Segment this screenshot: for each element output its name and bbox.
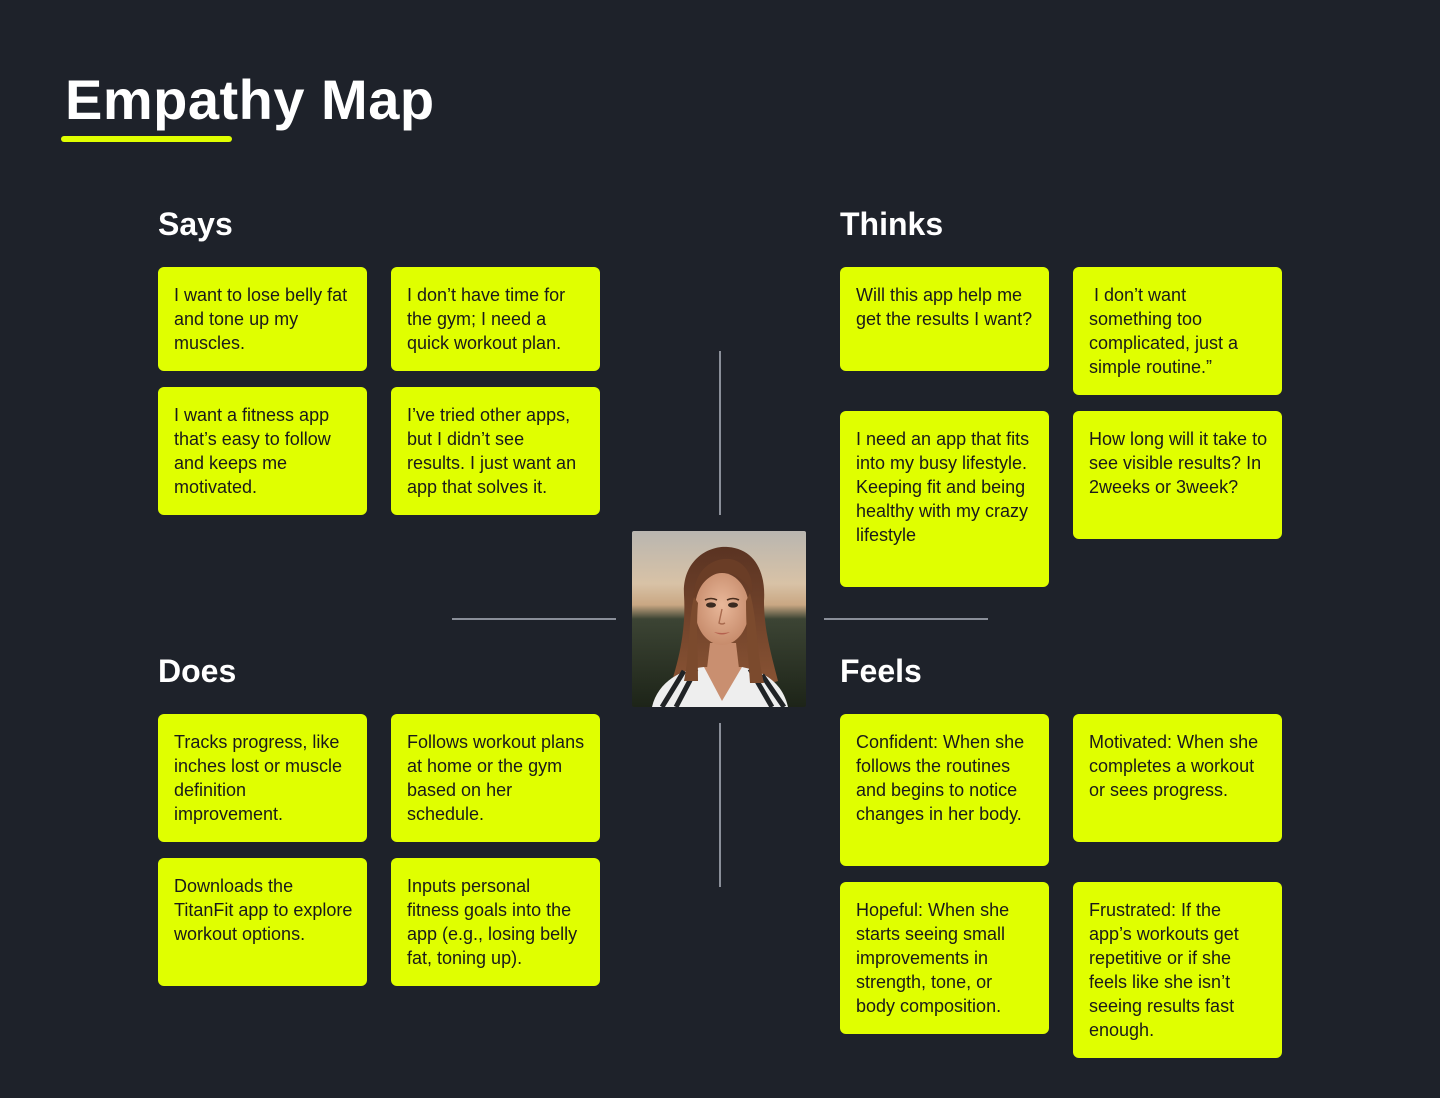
divider-right — [824, 618, 988, 620]
divider-bottom — [719, 723, 721, 887]
does-note-3: Downloads the TitanFit app to explore wo… — [158, 858, 367, 986]
thinks-note-1: Will this app help me get the results I … — [840, 267, 1049, 371]
feels-note-4: Frustrated: If the app’s workouts get re… — [1073, 882, 1282, 1058]
says-note-3: I want a fitness app that’s easy to foll… — [158, 387, 367, 515]
page-title: Empathy Map — [65, 68, 435, 131]
divider-top — [719, 351, 721, 515]
feels-note-1: Confident: When she follows the routines… — [840, 714, 1049, 866]
feels-heading: Feels — [840, 653, 922, 689]
says-note-2: I don’t have time for the gym; I need a … — [391, 267, 600, 371]
does-heading: Does — [158, 653, 237, 689]
thinks-heading: Thinks — [840, 206, 944, 242]
does-note-1: Tracks progress, like inches lost or mus… — [158, 714, 367, 842]
feels-note-3: Hopeful: When she starts seeing small im… — [840, 882, 1049, 1034]
does-note-4: Inputs personal fitness goals into the a… — [391, 858, 600, 986]
does-note-2: Follows workout plans at home or the gym… — [391, 714, 600, 842]
user-portrait-photo-icon — [632, 531, 806, 707]
says-heading: Says — [158, 206, 233, 242]
thinks-note-4: How long will it take to see visible res… — [1073, 411, 1282, 539]
persona-avatar — [632, 531, 806, 707]
thinks-note-3: I need an app that fits into my busy lif… — [840, 411, 1049, 587]
divider-left — [452, 618, 616, 620]
title-underline — [61, 136, 232, 142]
says-note-1: I want to lose belly fat and tone up my … — [158, 267, 367, 371]
feels-note-2: Motivated: When she completes a workout … — [1073, 714, 1282, 842]
says-note-4: I’ve tried other apps, but I didn’t see … — [391, 387, 600, 515]
thinks-note-2: I don’t want something too complicated, … — [1073, 267, 1282, 395]
